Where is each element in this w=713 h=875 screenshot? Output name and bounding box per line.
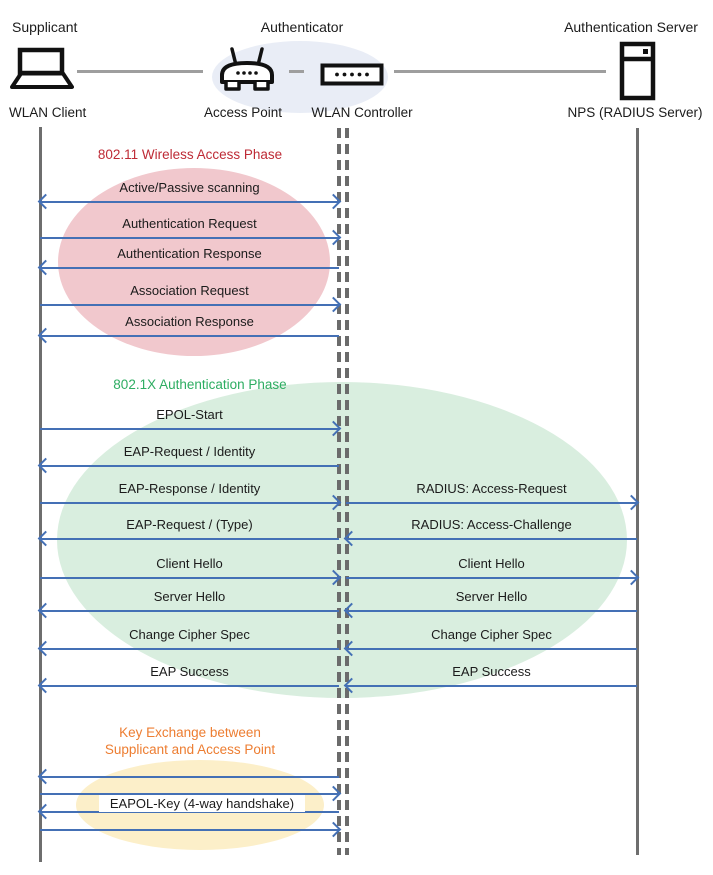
message-arrow-line: [40, 428, 339, 430]
message-arrow-line: [40, 267, 339, 269]
message-label: Change Cipher Spec: [431, 627, 552, 642]
message-arrow-line: [346, 685, 637, 687]
key-exchange-arrow-2: [40, 785, 342, 802]
message-label: Server Hello: [153, 589, 226, 604]
message-arrow-line: [40, 502, 339, 504]
message-arrow-line: [346, 538, 637, 540]
message-label: Authentication Response: [117, 246, 262, 261]
message-change-cipher-spec-right: Change Cipher Spec: [343, 627, 637, 657]
message-label: EPOL-Start: [156, 407, 223, 422]
message-arrow-line: [346, 502, 637, 504]
message-label: Server Hello: [455, 589, 528, 604]
message-arrow-line: [40, 538, 339, 540]
arrowhead-left-icon: [37, 803, 54, 820]
message-arrow-line: [40, 237, 339, 239]
arrowhead-left-icon: [37, 768, 54, 785]
message-arrow-line: [40, 793, 339, 795]
message-arrow-line: [40, 811, 339, 813]
message-arrow-line: [346, 610, 637, 612]
message-arrow-line: [40, 201, 339, 203]
arrowhead-right-icon: [325, 785, 342, 802]
message-arrow-line: [40, 685, 339, 687]
message-label: EAP-Response / Identity: [118, 481, 261, 496]
message-label: Authentication Request: [122, 216, 257, 231]
device-label-wlan-controller: WLAN Controller: [311, 105, 413, 120]
message-eap-success-left: EAP Success: [37, 664, 339, 694]
arrowhead-right-icon: [325, 821, 342, 838]
message-arrow-line: [40, 465, 339, 467]
message-label: Association Response: [125, 314, 254, 329]
message-association-request: Association Request: [40, 283, 342, 313]
message-label: EAP-Request / (Type): [126, 517, 253, 532]
key-exchange-arrow-4: [40, 821, 342, 838]
message-eap-request-type: EAP-Request / (Type): [37, 517, 339, 547]
message-label: Client Hello: [156, 556, 223, 571]
role-label-authentication-server: Authentication Server: [564, 19, 698, 35]
phase-title-key-exchange: Key Exchange between Supplicant and Acce…: [40, 724, 340, 758]
role-label-authenticator: Authenticator: [260, 19, 344, 35]
phase-title-key-exchange-line1: Key Exchange between: [119, 725, 261, 740]
lifeline-wlan-controller-dashed: [337, 128, 341, 855]
message-arrow-line: [40, 610, 339, 612]
connector-line: [77, 70, 203, 73]
message-arrow-line: [40, 577, 339, 579]
message-arrow-line: [346, 577, 637, 579]
message-label: Active/Passive scanning: [119, 180, 260, 195]
message-radius-access-challenge: RADIUS: Access-Challenge: [343, 517, 637, 547]
role-label-supplicant: Supplicant: [12, 19, 78, 35]
device-label-access-point: Access Point: [203, 105, 283, 120]
message-label: EAP Success: [452, 664, 531, 679]
phase-ellipse-wireless-access: [58, 168, 330, 356]
connector-line: [394, 70, 606, 73]
message-change-cipher-spec-left: Change Cipher Spec: [37, 627, 339, 657]
message-eap-response-identity: EAP-Response / Identity: [40, 481, 342, 511]
message-server-hello-left: Server Hello: [37, 589, 339, 619]
lifeline-radius-server: [636, 128, 639, 855]
message-label: EAP-Request / Identity: [123, 444, 256, 459]
device-label-radius-server: NPS (RADIUS Server): [567, 105, 703, 120]
message-association-response: Association Response: [37, 314, 339, 344]
message-client-hello-left: Client Hello: [40, 556, 342, 586]
lifeline-wlan-client: [39, 127, 42, 862]
message-authentication-request: Authentication Request: [40, 216, 342, 246]
device-label-wlan-client: WLAN Client: [9, 105, 87, 120]
phase-title-authentication: 802.1X Authentication Phase: [113, 377, 287, 392]
message-arrow-line: [40, 829, 339, 831]
server-icon: [619, 41, 656, 101]
phase-title-key-exchange-line2: Supplicant and Access Point: [104, 742, 276, 757]
message-authentication-response: Authentication Response: [37, 246, 339, 276]
message-arrow-line: [40, 776, 339, 778]
message-label: Client Hello: [458, 556, 525, 571]
message-label: Change Cipher Spec: [129, 627, 250, 642]
lifeline-wlan-controller-dashed: [345, 128, 349, 855]
message-client-hello-right: Client Hello: [346, 556, 640, 586]
key-exchange-arrow-1: [37, 768, 339, 785]
phase-ellipse-authentication: [57, 382, 627, 698]
key-exchange-arrow-3: [37, 803, 339, 820]
wlan-controller-icon: [320, 63, 384, 86]
message-arrow-line: [40, 335, 339, 337]
message-server-hello-right: Server Hello: [343, 589, 637, 619]
message-arrow-line: [346, 648, 637, 650]
message-epol-start: EPOL-Start: [40, 407, 342, 437]
message-eap-request-identity: EAP-Request / Identity: [37, 444, 339, 474]
message-arrow-line: [40, 304, 339, 306]
message-label: EAP Success: [150, 664, 229, 679]
connector-line: [289, 70, 304, 73]
message-active-passive-scanning: Active/Passive scanning: [37, 180, 342, 210]
message-label: Association Request: [130, 283, 249, 298]
access-point-icon: [220, 47, 274, 91]
laptop-icon: [10, 47, 74, 89]
message-arrow-line: [40, 648, 339, 650]
message-label: RADIUS: Access-Challenge: [411, 517, 572, 532]
message-radius-access-request: RADIUS: Access-Request: [346, 481, 640, 511]
eapol-key-label: EAPOL-Key (4-way handshake): [99, 795, 305, 812]
phase-title-wireless-access: 802.11 Wireless Access Phase: [97, 147, 283, 162]
message-eap-success-right: EAP Success: [343, 664, 637, 694]
message-label: RADIUS: Access-Request: [416, 481, 567, 496]
